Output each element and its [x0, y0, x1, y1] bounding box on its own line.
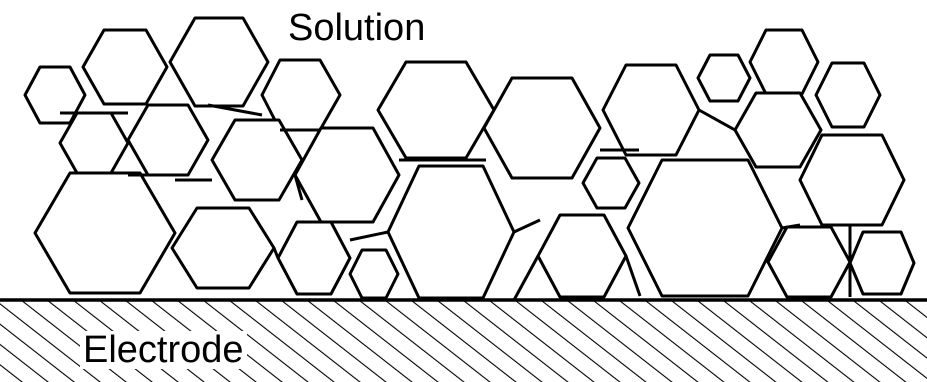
crystallite	[800, 135, 904, 225]
crystallite	[698, 55, 750, 101]
crystallite	[212, 120, 302, 200]
crystallite	[83, 30, 167, 104]
electrode-label: Electrode	[80, 331, 247, 369]
solution-label: Solution	[288, 9, 425, 47]
crystallite	[295, 128, 399, 222]
crystallite	[378, 62, 494, 158]
crystallite	[603, 65, 699, 155]
crystallite	[750, 30, 818, 94]
crystallite	[388, 166, 514, 298]
crystallite	[350, 250, 398, 298]
crystallite	[735, 93, 821, 167]
crystallite	[583, 158, 639, 208]
crystallite	[170, 18, 268, 106]
crystallite	[768, 227, 850, 297]
crystallite	[35, 173, 175, 293]
crystallite	[128, 105, 208, 175]
crystallite	[278, 222, 350, 294]
crystallite	[172, 208, 274, 288]
crystallite	[850, 232, 914, 294]
crystallite	[60, 113, 128, 173]
crystallite	[628, 160, 782, 296]
crystallite	[538, 215, 626, 297]
crystallite-group	[25, 18, 914, 298]
crystallite	[484, 78, 600, 178]
crystallite	[816, 63, 880, 127]
